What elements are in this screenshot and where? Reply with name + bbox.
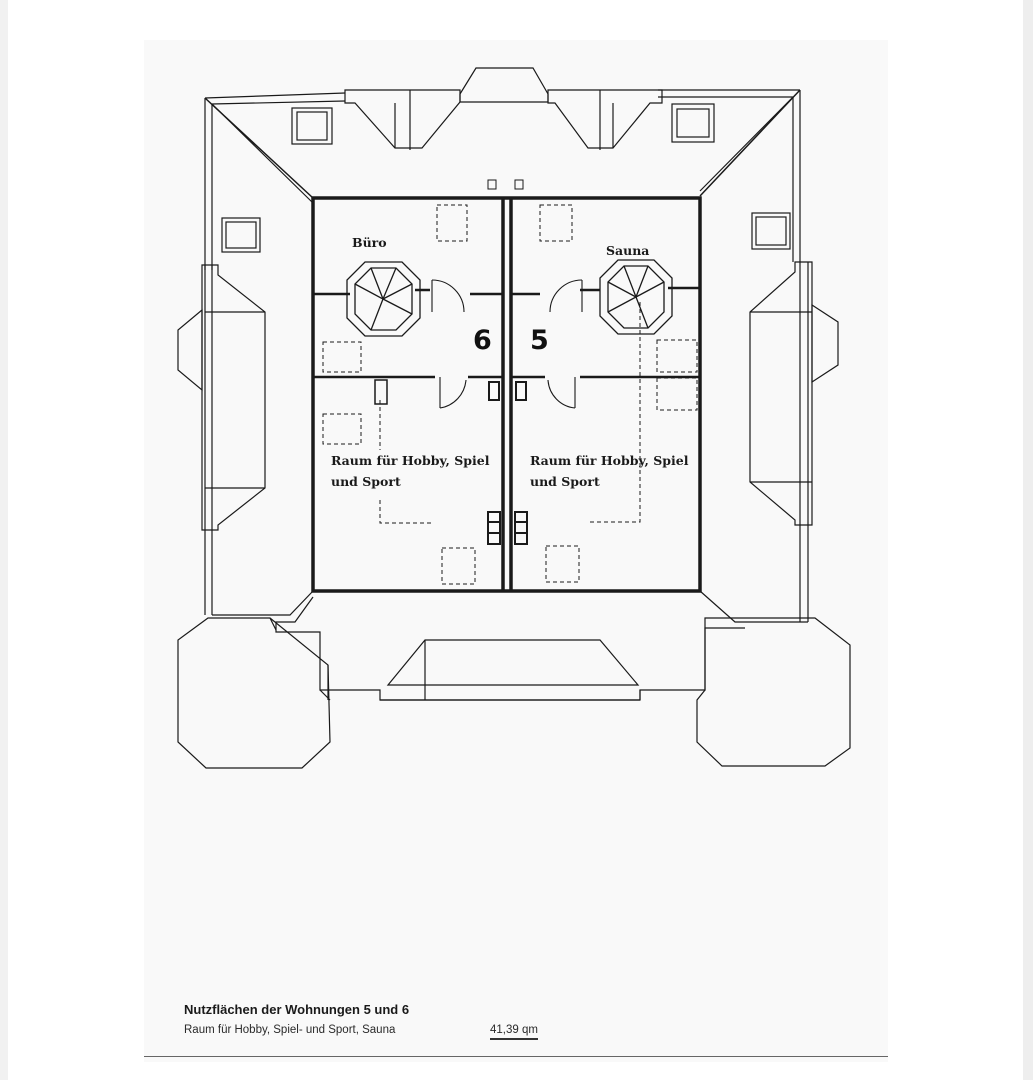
unit-number-left: 6 (473, 325, 492, 356)
room-label-office: Büro (352, 235, 387, 250)
left-dormer (177, 264, 266, 615)
top-dormers (291, 67, 715, 190)
chimney-shafts (374, 379, 528, 545)
roof-outline (204, 89, 801, 270)
dashed-skylights (322, 204, 698, 585)
door-swings (431, 279, 583, 409)
right-dormer (749, 261, 839, 622)
unit-number-right: 5 (530, 325, 549, 356)
paper-sheet (144, 40, 888, 1062)
caption-title: Nutzflächen der Wohnungen 5 und 6 (184, 1002, 410, 1017)
interior-walls (311, 196, 702, 593)
room-label-hobby-right-line2: und Sport (530, 474, 600, 489)
scan-edge-right (1023, 0, 1033, 1080)
scan-edge-left (0, 0, 8, 1080)
caption-row-value: 41,39 qm (490, 1024, 538, 1040)
room-label-hobby-left-line2: und Sport (331, 474, 401, 489)
caption-divider (144, 1056, 888, 1057)
spiral-stairs (346, 259, 673, 337)
room-label-hobby-right-line1: Raum für Hobby, Spiel (530, 453, 689, 468)
caption-row-label: Raum für Hobby, Spiel- und Sport, Sauna (184, 1024, 396, 1036)
bottom-roof (177, 590, 851, 769)
room-label-hobby-left-line1: Raum für Hobby, Spiel (331, 453, 490, 468)
side-skylights (221, 212, 791, 253)
room-label-sauna: Sauna (606, 243, 650, 258)
